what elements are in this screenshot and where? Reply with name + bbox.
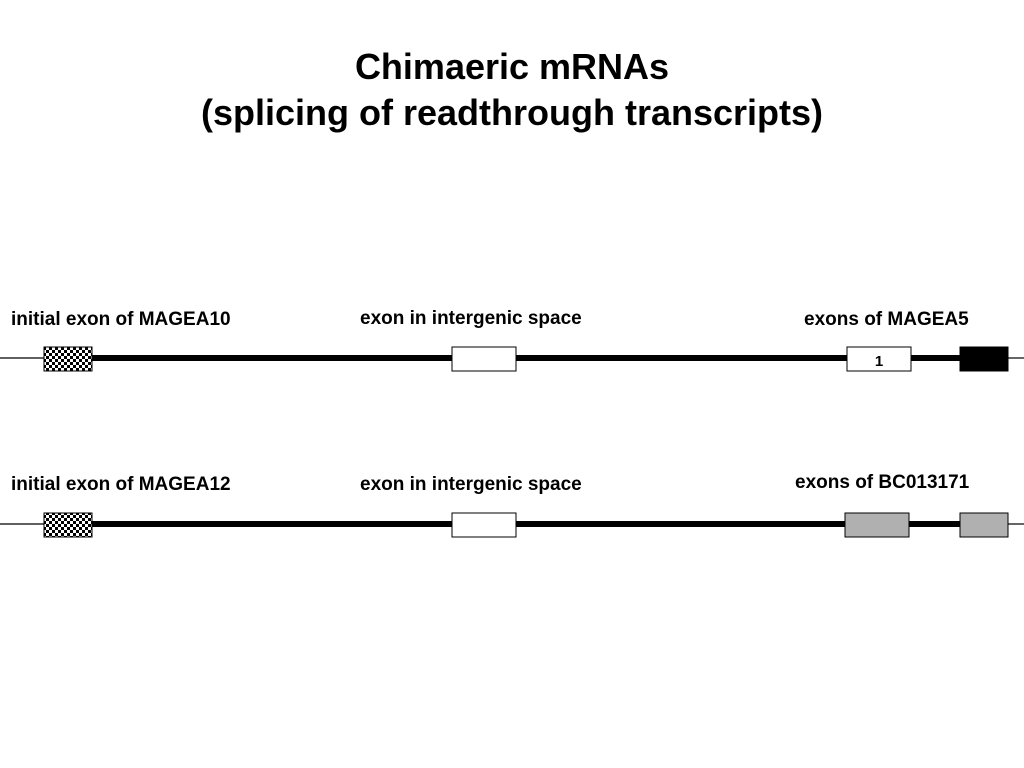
row1-left-label: initial exon of MAGEA10 bbox=[11, 309, 231, 330]
row2-middle-label: exon in intergenic space bbox=[360, 474, 582, 495]
row2-right-label: exons of BC013171 bbox=[795, 472, 970, 493]
row2-initial-exon bbox=[43, 512, 93, 538]
row2-left-label: initial exon of MAGEA12 bbox=[11, 474, 231, 495]
row1-exon-1 bbox=[846, 346, 912, 372]
title-line-2: (splicing of readthrough transcripts) bbox=[200, 92, 824, 133]
row1-transcript: 1 bbox=[0, 346, 1024, 372]
row1-middle-label: exon in intergenic space bbox=[360, 308, 582, 329]
row1-right-label: exons of MAGEA5 bbox=[804, 309, 969, 330]
row1-exon-2 bbox=[959, 346, 1009, 372]
row2-transcript bbox=[0, 512, 1024, 538]
row2-bc013171-exon-1 bbox=[844, 512, 910, 538]
title-line-1: Chimaeric mRNAs bbox=[354, 46, 670, 87]
row1-intergenic-exon bbox=[451, 346, 517, 372]
row1-exon-1-number: 1 bbox=[875, 353, 883, 370]
row2-intergenic-exon bbox=[451, 512, 517, 538]
row1-initial-exon bbox=[43, 346, 93, 372]
slide-title: Chimaeric mRNAs (splicing of readthrough… bbox=[0, 44, 1024, 136]
row2-bc013171-exon-2 bbox=[959, 512, 1009, 538]
